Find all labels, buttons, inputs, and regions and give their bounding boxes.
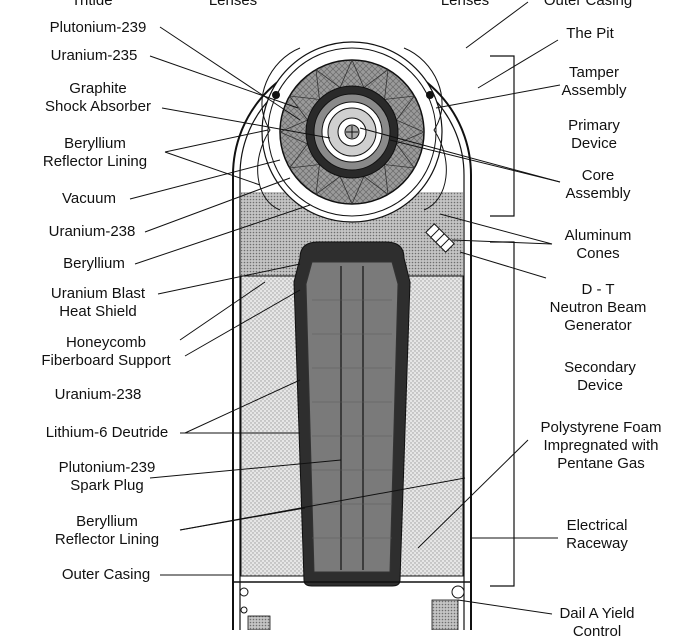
detonator-node [272, 91, 280, 99]
label-honeycomb-fiberboard-support: Honeycomb Fiberboard Support [41, 334, 171, 369]
label-outer-casing-bottom: Outer Casing [61, 566, 151, 583]
label-dt-neutron-beam-generator: D - T Neutron Beam Generator [549, 281, 647, 334]
label-graphite-shock-absorber: Graphite Shock Absorber [45, 80, 151, 115]
detonator-node [426, 91, 434, 99]
label-dial-a-yield-control: Dail A Yield Control [559, 605, 635, 640]
label-uranium-blast-heat-shield: Uranium Blast Heat Shield [50, 285, 146, 320]
leader-lines [129, 1, 561, 615]
label-the-pit: The Pit [566, 25, 614, 42]
yield-control-box [431, 599, 459, 630]
label-lithium-6-deutride: Lithium-6 Deutride [45, 424, 169, 441]
lithium-6-deutride-fuel [305, 261, 399, 573]
beryllium-reflector-inner [267, 47, 437, 217]
label-polystyrene-foam: Polystyrene Foam Impregnated with Pentan… [540, 419, 662, 472]
detonator-wire-right [403, 47, 447, 211]
fuel-bands [312, 299, 392, 539]
label-tamper-assembly: Tamper Assembly [561, 64, 627, 99]
label-uranium-235: Uranium-235 [50, 47, 138, 64]
yield-dial-icon [451, 585, 465, 599]
label-lenses-right: Lenses [440, 0, 490, 9]
neutron-beam-generator [425, 223, 455, 253]
label-beryllium-reflector-lining-bottom: Beryllium Reflector Lining [54, 513, 160, 548]
label-lenses-left: Lenses [208, 0, 258, 9]
label-uranium-238-top: Uranium-238 [48, 223, 136, 240]
detonator-wire-left [257, 47, 301, 211]
label-plutonium-239-spark-plug: Plutonium-239 Spark Plug [58, 459, 156, 494]
label-core-assembly: Core Assembly [565, 167, 631, 202]
label-primary-device: Primary Device [568, 117, 620, 152]
label-beryllium-reflector-lining-top: Beryllium Reflector Lining [42, 135, 148, 170]
label-electrical-raceway: Electrical Raceway [566, 517, 628, 552]
label-secondary-device: Secondary Device [564, 359, 636, 394]
label-outer-casing-top: Outer Casing [543, 0, 633, 9]
label-plutonium-239: Plutonium-239 [49, 19, 147, 36]
label-beryllium: Beryllium [63, 255, 125, 272]
core-cross [346, 126, 358, 138]
label-aluminum-cones: Aluminum Cones [564, 227, 632, 262]
secondary-device-bracket [490, 241, 515, 587]
label-uranium-238-mid: Uranium-238 [54, 386, 142, 403]
electronics-box [247, 615, 271, 630]
primary-device-bracket [490, 55, 515, 217]
label-tritide: Tritide [71, 0, 113, 9]
screw-icon [240, 606, 248, 614]
label-vacuum: Vacuum [62, 190, 116, 207]
screw-icon [239, 587, 249, 597]
